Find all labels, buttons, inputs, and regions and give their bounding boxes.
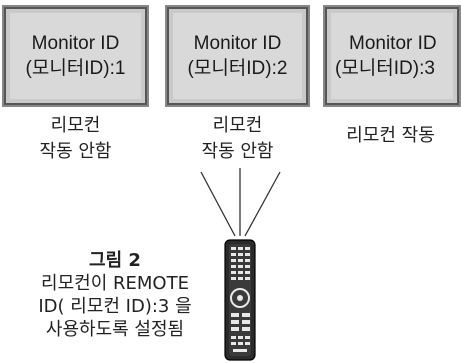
monitor-2-screen: Monitor ID (모니터ID):2 [173,13,302,99]
monitor-3-screen: Monitor ID (모니터ID):3 [331,13,453,99]
monitor-3-status-line1: 리모컨 작동 [346,125,435,146]
signal-line-left [200,171,236,237]
monitor-1-status: 리모컨 작동 안함 [2,113,149,165]
figure-title: 그림 2 [89,250,141,271]
monitor-1-id-label: Monitor ID [31,33,120,54]
monitor-2-status-line1: 리모컨 [212,115,263,136]
monitor-1-status-line2: 작동 안함 [39,141,112,162]
signal-lines [200,168,281,237]
remote-control-icon [224,239,256,361]
monitor-3-id-label: Monitor ID [349,33,437,54]
monitor-2-id-value: (모니터ID):2 [187,58,288,79]
monitor-1: Monitor ID (모니터ID):1 [2,5,149,107]
monitor-1-id-value: (모니터ID):1 [25,58,126,79]
monitor-2: Monitor ID (모니터ID):2 [165,5,310,107]
monitor-3: Monitor ID (모니터ID):3 [323,5,461,107]
monitor-3-status: 리모컨 작동 [320,123,461,149]
signal-line-right [244,171,281,237]
monitor-1-screen: Monitor ID (모니터ID):1 [10,13,141,99]
monitor-3-id-value: (모니터ID):3 [335,58,435,79]
monitor-1-status-line1: 리모컨 [50,115,101,136]
monitor-2-id-label: Monitor ID [193,33,282,54]
figure-caption: 그림 2 리모컨이 REMOTE ID( 리모컨 ID):3 을 사용하도록 설… [0,249,230,341]
caption-line-3: 사용하도록 설정됨 [45,319,185,340]
caption-line-1: 리모컨이 REMOTE [41,273,189,294]
monitor-2-status-line2: 작동 안함 [201,141,274,162]
caption-line-2: ID( 리모컨 ID):3 을 [38,296,192,317]
monitor-2-status: 리모컨 작동 안함 [165,113,310,165]
